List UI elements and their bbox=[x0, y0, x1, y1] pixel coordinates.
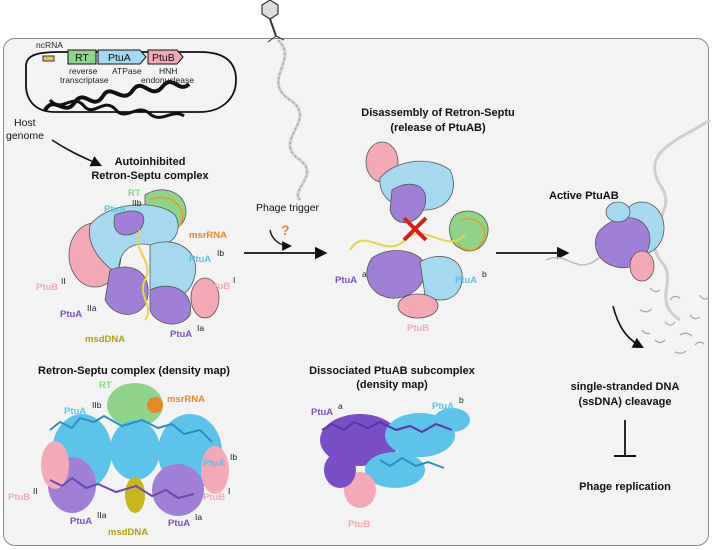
disassembly-title-1: Disassembly of Retron-Septu bbox=[361, 107, 514, 119]
d1-ptua-ib-sup: Ib bbox=[230, 452, 237, 462]
phage-icon bbox=[261, 0, 285, 43]
ptua-desc: ATPase bbox=[112, 66, 142, 76]
d1-rt-label: RT bbox=[99, 380, 112, 391]
auto-ptua-ia-sup: Ia bbox=[197, 323, 204, 333]
density-map-retron-septu bbox=[41, 383, 229, 516]
phage-trigger-curve-arrow bbox=[269, 229, 292, 251]
question-mark: ? bbox=[281, 222, 290, 238]
host-genome-plasmid bbox=[25, 51, 237, 119]
d2-ptub-label: PtuB bbox=[348, 519, 370, 530]
auto-ptua-iib-sup: IIb bbox=[132, 198, 142, 208]
density2-title-1: Dissociated PtuAB subcomplex bbox=[309, 365, 476, 377]
auto-ptua-ib-label: PtuA bbox=[189, 254, 211, 265]
host-genome-label-2: genome bbox=[6, 130, 44, 142]
auto-ptub-ii-label: PtuB bbox=[36, 282, 58, 293]
dis-ptub-label: PtuB bbox=[407, 323, 429, 334]
d1-ptub-ii-label: PtuB bbox=[8, 492, 30, 503]
inhibition-icon bbox=[614, 420, 636, 457]
ptua-gene bbox=[97, 49, 147, 65]
ptua-gene-label: PtuA bbox=[108, 52, 131, 64]
auto-msddna-label: msdDNA bbox=[85, 334, 125, 345]
d1-ptub-i-label: PtuB bbox=[203, 492, 225, 503]
ssdna-label-2: (ssDNA) cleavage bbox=[579, 396, 672, 408]
auto-rt-label: RT bbox=[128, 188, 141, 199]
ssdna-label-1: single-stranded DNA bbox=[571, 381, 680, 393]
auto-msrrna-label: msrRNA bbox=[189, 230, 227, 241]
ncrna-label: ncRNA bbox=[36, 40, 63, 50]
ncrna-box bbox=[42, 55, 55, 62]
d1-ptua-iib-label: PtuA bbox=[64, 406, 86, 417]
auto-ptua-iia-sup: IIa bbox=[87, 303, 97, 313]
d1-msddna-label: msdDNA bbox=[108, 527, 148, 538]
d1-ptub-i-sup: I bbox=[228, 486, 230, 496]
d2-ptua-a-label: PtuA bbox=[311, 407, 333, 418]
rt-desc-2: transcriptase bbox=[60, 75, 109, 85]
density2-title-2: (density map) bbox=[356, 379, 428, 391]
dis-ptua-a-label: PtuA bbox=[335, 275, 357, 286]
disassembly-cartoon bbox=[349, 141, 489, 319]
ptub-desc-1: HNH bbox=[159, 66, 177, 76]
phage-replication-label: Phage replication bbox=[579, 481, 671, 493]
dis-ptua-b-label: PtuA bbox=[455, 275, 477, 286]
ssdna-fragments bbox=[639, 287, 709, 354]
host-to-complex-arrow bbox=[51, 139, 103, 167]
rt-gene-label: RT bbox=[75, 52, 89, 64]
d1-msrrna-label: msrRNA bbox=[167, 394, 205, 405]
ptub-gene-label: PtuB bbox=[152, 52, 175, 64]
disassembly-title-2: (release of PtuAB) bbox=[390, 122, 486, 134]
rt-gene bbox=[67, 49, 97, 65]
phage-trigger-label: Phage trigger bbox=[256, 202, 320, 214]
cleavage-arrow bbox=[612, 305, 644, 349]
active-title: Active PtuAB bbox=[549, 190, 619, 202]
d2-ptua-b-sup: b bbox=[459, 395, 464, 405]
host-genome-label-1: Host bbox=[14, 117, 36, 129]
d2-ptua-a-sup: a bbox=[338, 401, 343, 411]
density-map-ptuab bbox=[320, 408, 470, 508]
active-ptuab-cartoon bbox=[595, 201, 665, 282]
d2-ptua-b-label: PtuA bbox=[432, 401, 454, 412]
d1-ptua-iia-sup: IIa bbox=[97, 510, 107, 520]
auto-ptub-i-sup: I bbox=[233, 275, 235, 285]
dis-ptua-b-sup: b bbox=[482, 269, 487, 279]
auto-ptua-ia-label: PtuA bbox=[170, 329, 192, 340]
d1-ptub-ii-sup: II bbox=[33, 486, 38, 496]
ptub-desc-2: endonuclease bbox=[141, 75, 194, 85]
cross-icon bbox=[402, 216, 428, 242]
auto-ptua-ib-sup: Ib bbox=[217, 248, 224, 258]
autoinhibited-title-2: Retron-Septu complex bbox=[91, 170, 209, 182]
auto-ptub-ii-sup: II bbox=[61, 276, 66, 286]
ptub-gene bbox=[147, 49, 184, 65]
auto-ptub-i-label: PtuB bbox=[208, 281, 230, 292]
autoinhibited-complex-cartoon bbox=[68, 189, 220, 325]
d1-ptua-ia-label: PtuA bbox=[168, 518, 190, 529]
rt-desc-1: reverse bbox=[69, 66, 98, 76]
d1-ptua-iia-label: PtuA bbox=[70, 516, 92, 527]
auto-ptua-iib-label: PtuA bbox=[104, 204, 126, 215]
dis-ptua-a-sup: a bbox=[362, 269, 367, 279]
d1-ptua-iib-sup: IIb bbox=[92, 400, 102, 410]
phage-dna-strand bbox=[276, 38, 309, 202]
d1-ptua-ia-sup: Ia bbox=[195, 512, 202, 522]
autoinhibited-title-1: Autoinhibited bbox=[115, 156, 186, 168]
d1-ptua-ib-label: PtuA bbox=[203, 458, 225, 469]
auto-ptua-iia-label: PtuA bbox=[60, 309, 82, 320]
density1-title: Retron-Septu complex (density map) bbox=[38, 365, 230, 377]
